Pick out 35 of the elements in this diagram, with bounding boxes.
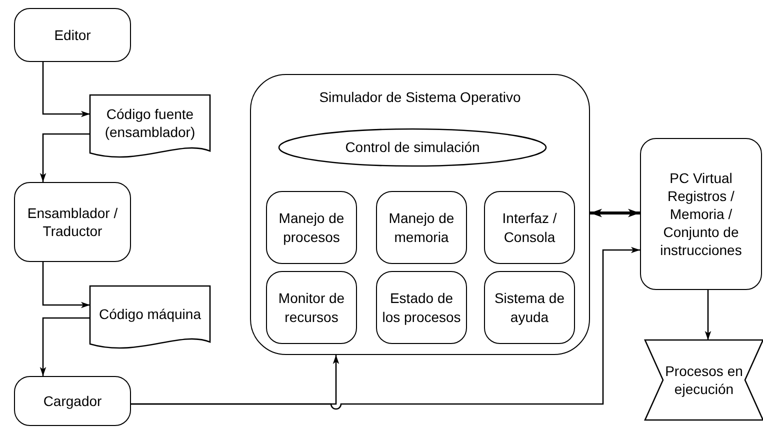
node-label: Ensamblador / Traductor xyxy=(26,204,119,240)
ellipse-node xyxy=(279,129,546,166)
arrow xyxy=(590,208,640,218)
node-label: Manejo de procesos xyxy=(278,209,346,246)
container-box xyxy=(250,74,590,355)
node-label: Sistema de ayuda xyxy=(493,289,566,326)
process-box xyxy=(266,191,357,264)
process-box xyxy=(376,191,467,264)
node-label: Código máquina xyxy=(98,304,202,324)
container-title: Simulador de Sistema Operativo xyxy=(318,88,522,106)
process-box xyxy=(14,182,131,262)
node-label: Código fuente (ensamblador) xyxy=(104,104,196,142)
chevron-shape xyxy=(645,340,763,420)
arrow xyxy=(704,290,712,340)
arrow xyxy=(40,317,90,376)
node-label: Control de simulación xyxy=(344,138,481,157)
node-label: PC Virtual Registros / Memoria / Conjunto de instrucciones xyxy=(659,168,743,260)
node-label: Cargador xyxy=(42,392,103,410)
process-box xyxy=(484,271,575,344)
process-box xyxy=(484,191,575,264)
arrow xyxy=(131,246,640,409)
process-box xyxy=(376,271,467,344)
node-label: Procesos en ejecución xyxy=(664,362,744,398)
process-box xyxy=(640,138,762,290)
process-box xyxy=(266,271,357,344)
node-label: Manejo de memoria xyxy=(388,209,456,246)
arrow xyxy=(42,262,90,308)
process-box xyxy=(14,8,131,62)
arrow xyxy=(40,133,90,182)
node-label: Editor xyxy=(53,26,92,44)
node-label: Monitor de recursos xyxy=(277,289,346,326)
process-box xyxy=(14,376,131,426)
node-label: Estado de los procesos xyxy=(381,289,462,326)
arrow xyxy=(42,62,90,118)
node-label: Interfaz / Consola xyxy=(501,209,558,246)
